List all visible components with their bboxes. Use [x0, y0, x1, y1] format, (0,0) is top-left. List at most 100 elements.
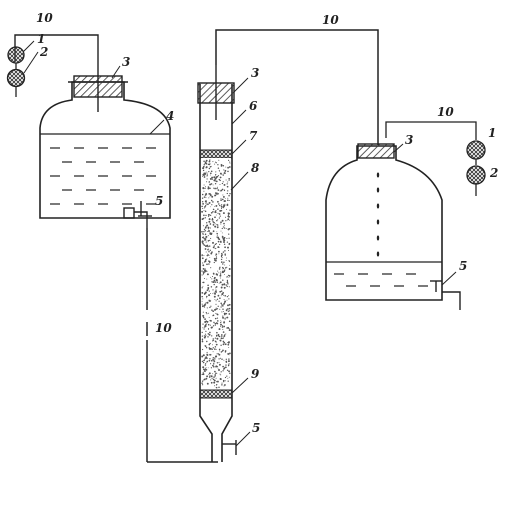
label-5-column: 5 — [252, 421, 260, 435]
resin-granule — [206, 278, 208, 280]
right-drying-bulb-upper — [466, 140, 486, 160]
resin-granule — [214, 247, 216, 249]
resin-granule — [208, 359, 211, 362]
resin-granule — [223, 243, 226, 245]
resin-granule — [226, 237, 228, 240]
resin-granule — [228, 237, 230, 239]
resin-granule — [206, 222, 208, 224]
resin-granule — [208, 348, 211, 350]
resin-granule — [206, 263, 208, 266]
resin-granule — [215, 335, 218, 337]
resin-granule — [204, 239, 205, 241]
resin-granule — [216, 317, 219, 319]
resin-granule — [228, 286, 230, 288]
resin-granule — [208, 333, 211, 336]
right-bottle-stopcock — [430, 280, 461, 310]
label-2-left: 2 — [39, 45, 48, 59]
resin-granule — [220, 258, 223, 261]
resin-granule — [215, 372, 217, 375]
resin-granule — [227, 166, 230, 169]
resin-granule — [209, 331, 211, 334]
resin-granule — [207, 323, 210, 326]
resin-granule — [211, 251, 213, 253]
resin-granule — [221, 311, 223, 313]
resin-granule — [210, 359, 213, 362]
resin-granule — [222, 279, 224, 281]
resin-granule — [205, 160, 207, 162]
resin-granule — [215, 161, 216, 163]
left-drying-bulb-upper — [7, 46, 25, 64]
resin-granule — [202, 372, 204, 374]
resin-granule — [228, 354, 230, 356]
resin-granule — [225, 309, 228, 312]
resin-granule — [205, 269, 207, 272]
resin-granule — [219, 297, 221, 300]
resin-granule — [202, 281, 205, 284]
resin-granule — [227, 360, 230, 363]
resin-granule — [225, 317, 227, 319]
resin-granule — [206, 301, 209, 304]
resin-granule — [209, 159, 210, 161]
resin-granule — [223, 236, 226, 239]
resin-granule — [219, 378, 222, 380]
resin-granule — [212, 246, 215, 249]
resin-granule — [203, 379, 205, 381]
resin-granule — [220, 306, 222, 308]
resin-granule — [225, 179, 227, 181]
resin-granule — [211, 326, 213, 328]
right-drying-bulb-lower — [466, 165, 486, 185]
resin-granule — [210, 267, 212, 269]
tubing-dashed — [146, 228, 218, 463]
resin-granule — [229, 192, 231, 195]
resin-granule — [214, 370, 216, 373]
resin-granule — [219, 204, 221, 207]
resin-granule — [229, 372, 231, 375]
resin-granule — [208, 300, 210, 302]
resin-granule — [207, 336, 209, 338]
resin-granule — [211, 278, 213, 280]
resin-granule — [215, 257, 218, 259]
resin-granule — [228, 275, 231, 277]
resin-granule — [227, 214, 230, 216]
resin-granule — [209, 358, 211, 360]
resin-granule — [213, 376, 215, 378]
resin-granule — [213, 295, 216, 298]
resin-granule — [212, 281, 215, 284]
resin-granule — [208, 170, 210, 173]
resin-granule — [221, 235, 223, 237]
resin-granule — [203, 207, 205, 209]
resin-granule — [206, 354, 209, 356]
resin-granule — [214, 210, 217, 213]
resin-granule — [211, 275, 214, 278]
resin-granule — [227, 364, 230, 366]
resin-granule — [219, 281, 222, 284]
resin-granule — [201, 255, 203, 257]
resin-granule — [204, 272, 206, 274]
resin-granule — [205, 291, 207, 293]
resin-granule — [214, 337, 217, 339]
resin-granule — [222, 308, 224, 310]
resin-granule — [223, 189, 226, 191]
resin-granule — [204, 333, 206, 335]
resin-granule — [204, 217, 206, 219]
resin-granule — [227, 218, 230, 221]
resin-granule — [201, 274, 203, 276]
resin-granule — [223, 241, 225, 243]
resin-granule — [204, 194, 207, 196]
label-7: 7 — [249, 129, 258, 143]
resin-granule — [228, 307, 231, 310]
resin-granule — [223, 204, 225, 206]
resin-granule — [217, 164, 219, 166]
resin-granule — [207, 213, 210, 216]
resin-granule — [224, 267, 227, 269]
resin-granule — [203, 210, 205, 212]
label-9: 9 — [251, 367, 260, 381]
resin-granule — [224, 254, 226, 257]
resin-granule — [204, 172, 207, 174]
falling-drops — [376, 172, 380, 257]
resin-granule — [202, 298, 204, 300]
resin-granule — [211, 178, 213, 180]
resin-granule — [214, 259, 216, 262]
resin-granule — [220, 286, 223, 289]
resin-granule — [206, 244, 209, 247]
